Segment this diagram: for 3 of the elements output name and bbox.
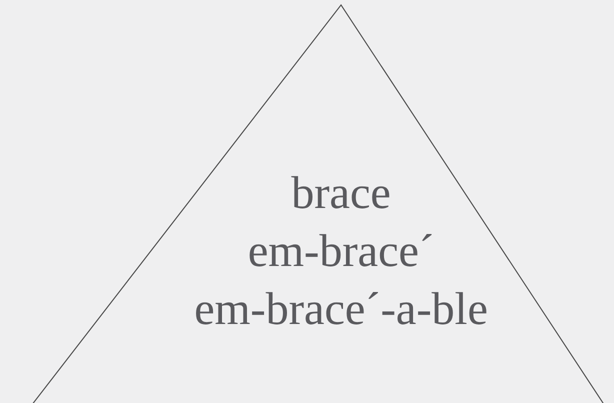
word-text: em-brace´-a-ble [194,286,488,332]
word-text: em-brace´ [248,228,434,274]
word-text: brace [291,170,391,216]
